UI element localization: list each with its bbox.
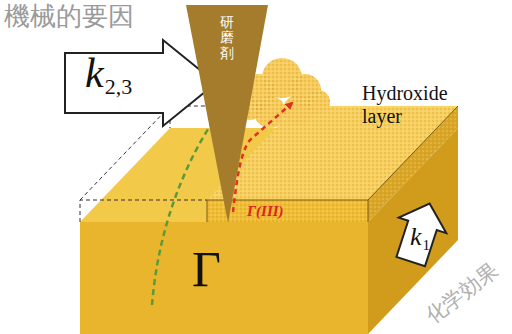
hydroxide-layer: Hydroxide layerΓ(III) [207, 80, 462, 222]
arrow-right-outline [65, 40, 216, 126]
rate-symbol: k [85, 52, 104, 94]
rate-subscript: 2,3 [105, 76, 133, 98]
rate-arrow: k2,3 [63, 38, 218, 128]
abrasive-tip: 研磨剤 [186, 5, 268, 223]
substrate-block: Γ [80, 222, 368, 334]
watermark: 機械的要因 [4, 2, 134, 31]
substrate-symbol: Γ [192, 244, 221, 294]
rate-subscript: 1 [423, 238, 431, 253]
block-front [80, 222, 368, 334]
arrow-up-outline [387, 196, 453, 269]
layer-heading: Hydroxide layer [362, 82, 458, 128]
abrasive-label: 研磨剤 [220, 15, 234, 61]
layer-species: Γ(III) [247, 202, 284, 220]
chemical-arrow: k1 [393, 200, 448, 265]
watermark: 化学効果 [422, 259, 502, 329]
abrasive-triangle-outline [186, 5, 268, 223]
rate-symbol: k [410, 224, 422, 250]
